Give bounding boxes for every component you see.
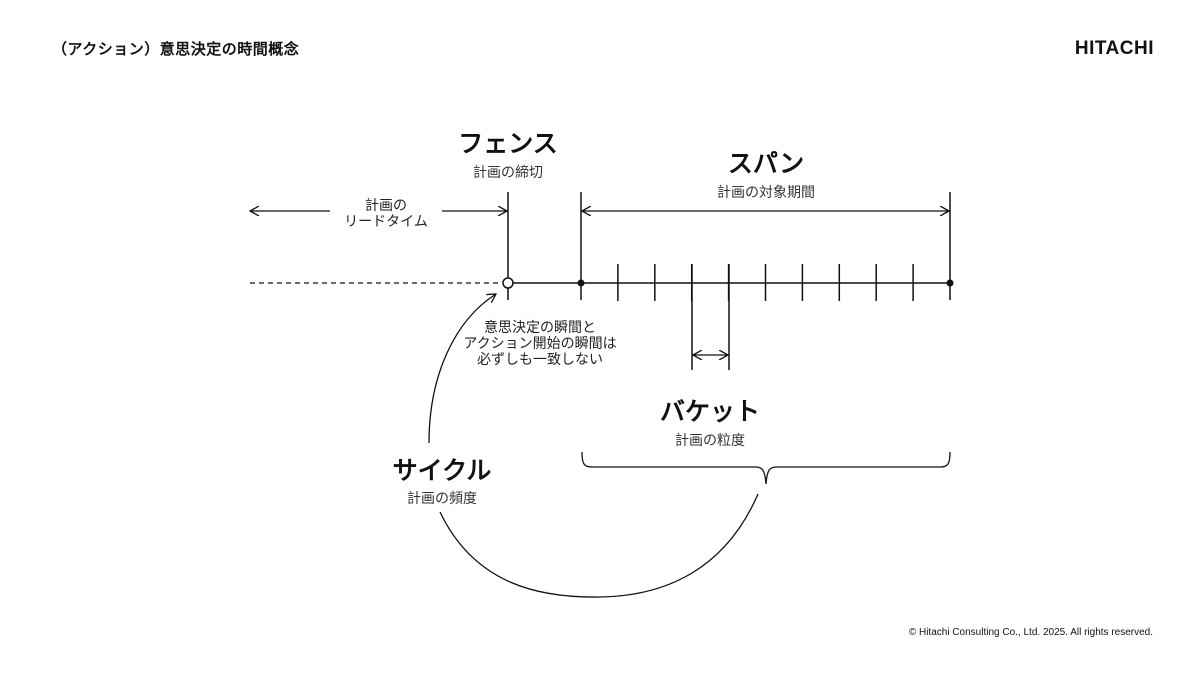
cycle-arc xyxy=(439,493,759,598)
span-brace xyxy=(581,451,951,485)
span-start-point xyxy=(577,279,585,287)
span-end-point xyxy=(946,279,954,287)
decision-note: 意思決定の瞬間と アクション開始の瞬間は 必ずしも一致しない xyxy=(440,320,640,368)
copyright-notice: © Hitachi Consulting Co., Ltd. 2025. All… xyxy=(908,627,1153,638)
lead-time-label: 計画の リードタイム xyxy=(326,198,446,230)
cycle-sublabel: 計画の頻度 xyxy=(407,491,477,507)
decision-note-line2: アクション開始の瞬間は xyxy=(463,336,617,352)
cycle-arrow-up xyxy=(428,294,496,444)
decision-point-open xyxy=(502,277,514,289)
span-sublabel: 計画の対象期間 xyxy=(717,185,815,201)
fence-label: フェンス xyxy=(458,129,558,158)
hitachi-logo: HITACHI xyxy=(1074,38,1154,59)
page-title: （アクション）意思決定の時間概念 xyxy=(52,40,300,58)
lead-time-line1: 計画の xyxy=(365,198,407,214)
cycle-label: サイクル xyxy=(392,456,492,485)
decision-note-line1: 意思決定の瞬間と xyxy=(484,320,596,336)
fence-sublabel: 計画の締切 xyxy=(473,165,543,181)
bucket-label: バケット xyxy=(659,397,760,426)
span-label: スパン xyxy=(727,149,805,178)
decision-note-line3: 必ずしも一致しない xyxy=(477,352,603,368)
bucket-sublabel: 計画の粒度 xyxy=(675,433,745,449)
lead-time-line2: リードタイム xyxy=(344,214,428,230)
